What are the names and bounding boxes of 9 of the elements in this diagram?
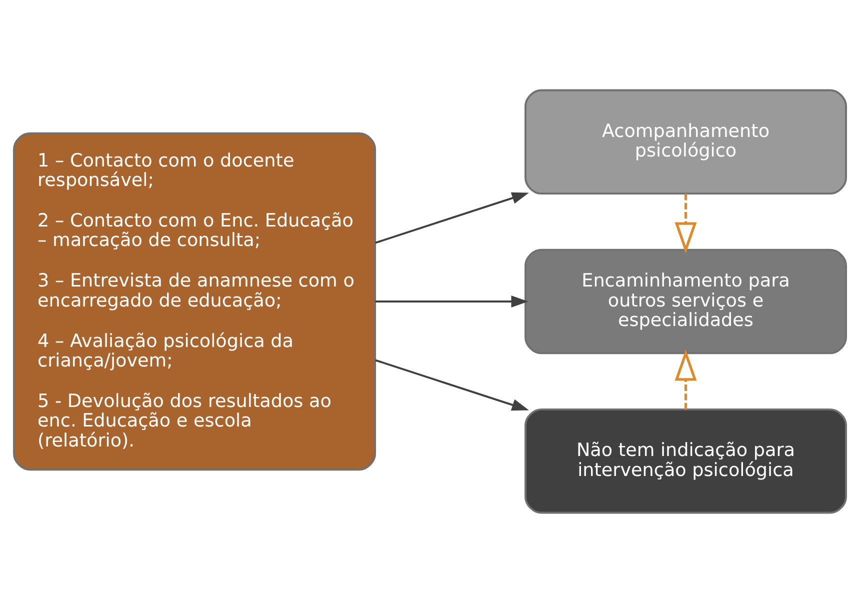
arrow <box>375 296 528 308</box>
arrow <box>674 194 697 254</box>
arrow <box>375 192 529 244</box>
node-box: Acompanhamento psicológico <box>524 89 847 195</box>
node-box: Não tem indicação para intervenção psicológica <box>524 408 847 514</box>
node-box: Encaminhamento para outros serviços e especialidades <box>524 248 847 354</box>
arrow <box>674 349 697 410</box>
node-box: 1 – Contacto com o docente responsável; 2 – Contacto com o Enc. Educação – marcação de consulta; 3 – Entrevista de anamnese com o encarregado de educação; 4 – Avaliação psicológica da criança/jovem; 5 - Devolução dos resultados ao enc. Educação e escola (relatório). <box>13 132 376 471</box>
arrow <box>375 359 529 411</box>
